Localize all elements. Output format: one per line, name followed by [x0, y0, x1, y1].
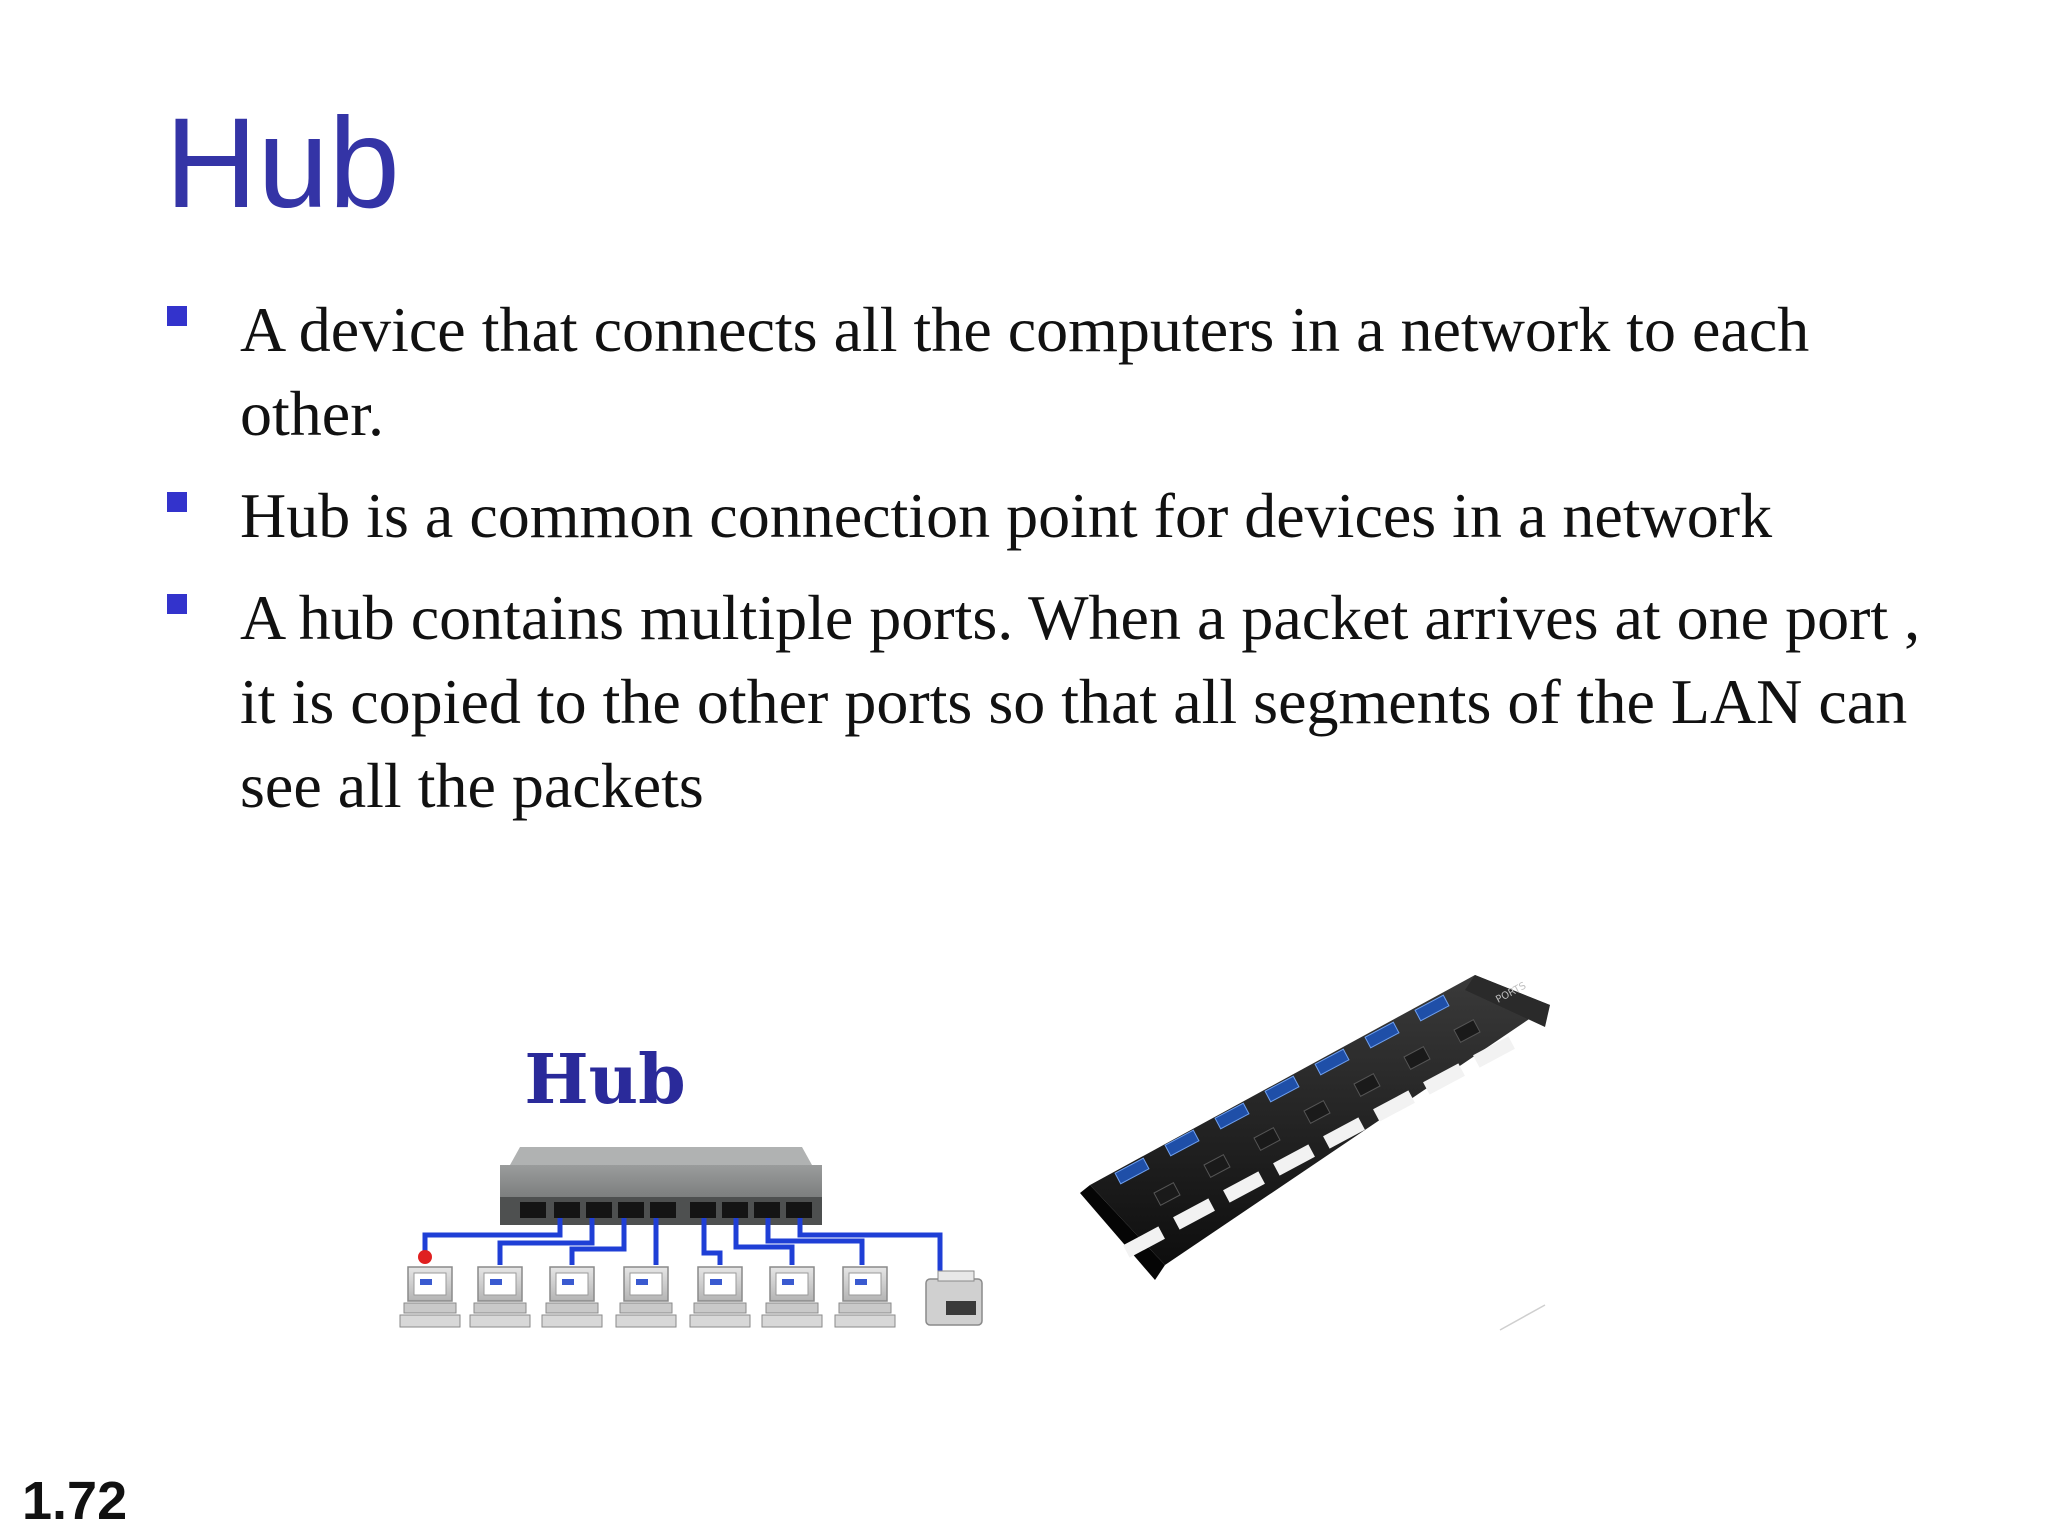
bullet-text: Hub is a common connection point for dev… — [240, 480, 1773, 551]
network-hub-diagram: Hub — [399, 1040, 983, 1328]
bullet-item: A device that connects all the computers… — [165, 288, 1925, 456]
computer-icon — [469, 1266, 531, 1328]
network-hub-icon — [500, 1147, 822, 1225]
computer-icon — [399, 1266, 461, 1328]
computer-icon — [615, 1266, 677, 1328]
hub-diagram-label: Hub — [524, 1040, 685, 1120]
network-cables — [422, 1218, 943, 1275]
printer-icon — [925, 1270, 983, 1326]
usb-hub-icon: PORTS — [1080, 975, 1550, 1331]
slide-title: Hub — [165, 92, 400, 235]
bullet-square-icon — [167, 492, 187, 512]
page-number: 1.72 — [22, 1471, 128, 1531]
computer-icon — [541, 1266, 603, 1328]
computer-icon — [689, 1266, 751, 1328]
bullet-item: A hub contains multiple ports. When a pa… — [165, 576, 1925, 828]
bullet-square-icon — [167, 594, 187, 614]
computer-icon — [834, 1266, 896, 1328]
bullet-item: Hub is a common connection point for dev… — [165, 474, 1925, 558]
bullet-text: A hub contains multiple ports. When a pa… — [240, 582, 1921, 821]
hub-illustration: Hub — [399, 975, 1550, 1331]
bullet-text: A device that connects all the computers… — [240, 294, 1810, 449]
bullet-list: A device that connects all the computers… — [165, 288, 1925, 846]
bullet-square-icon — [167, 306, 187, 326]
computer-icon — [761, 1266, 823, 1328]
